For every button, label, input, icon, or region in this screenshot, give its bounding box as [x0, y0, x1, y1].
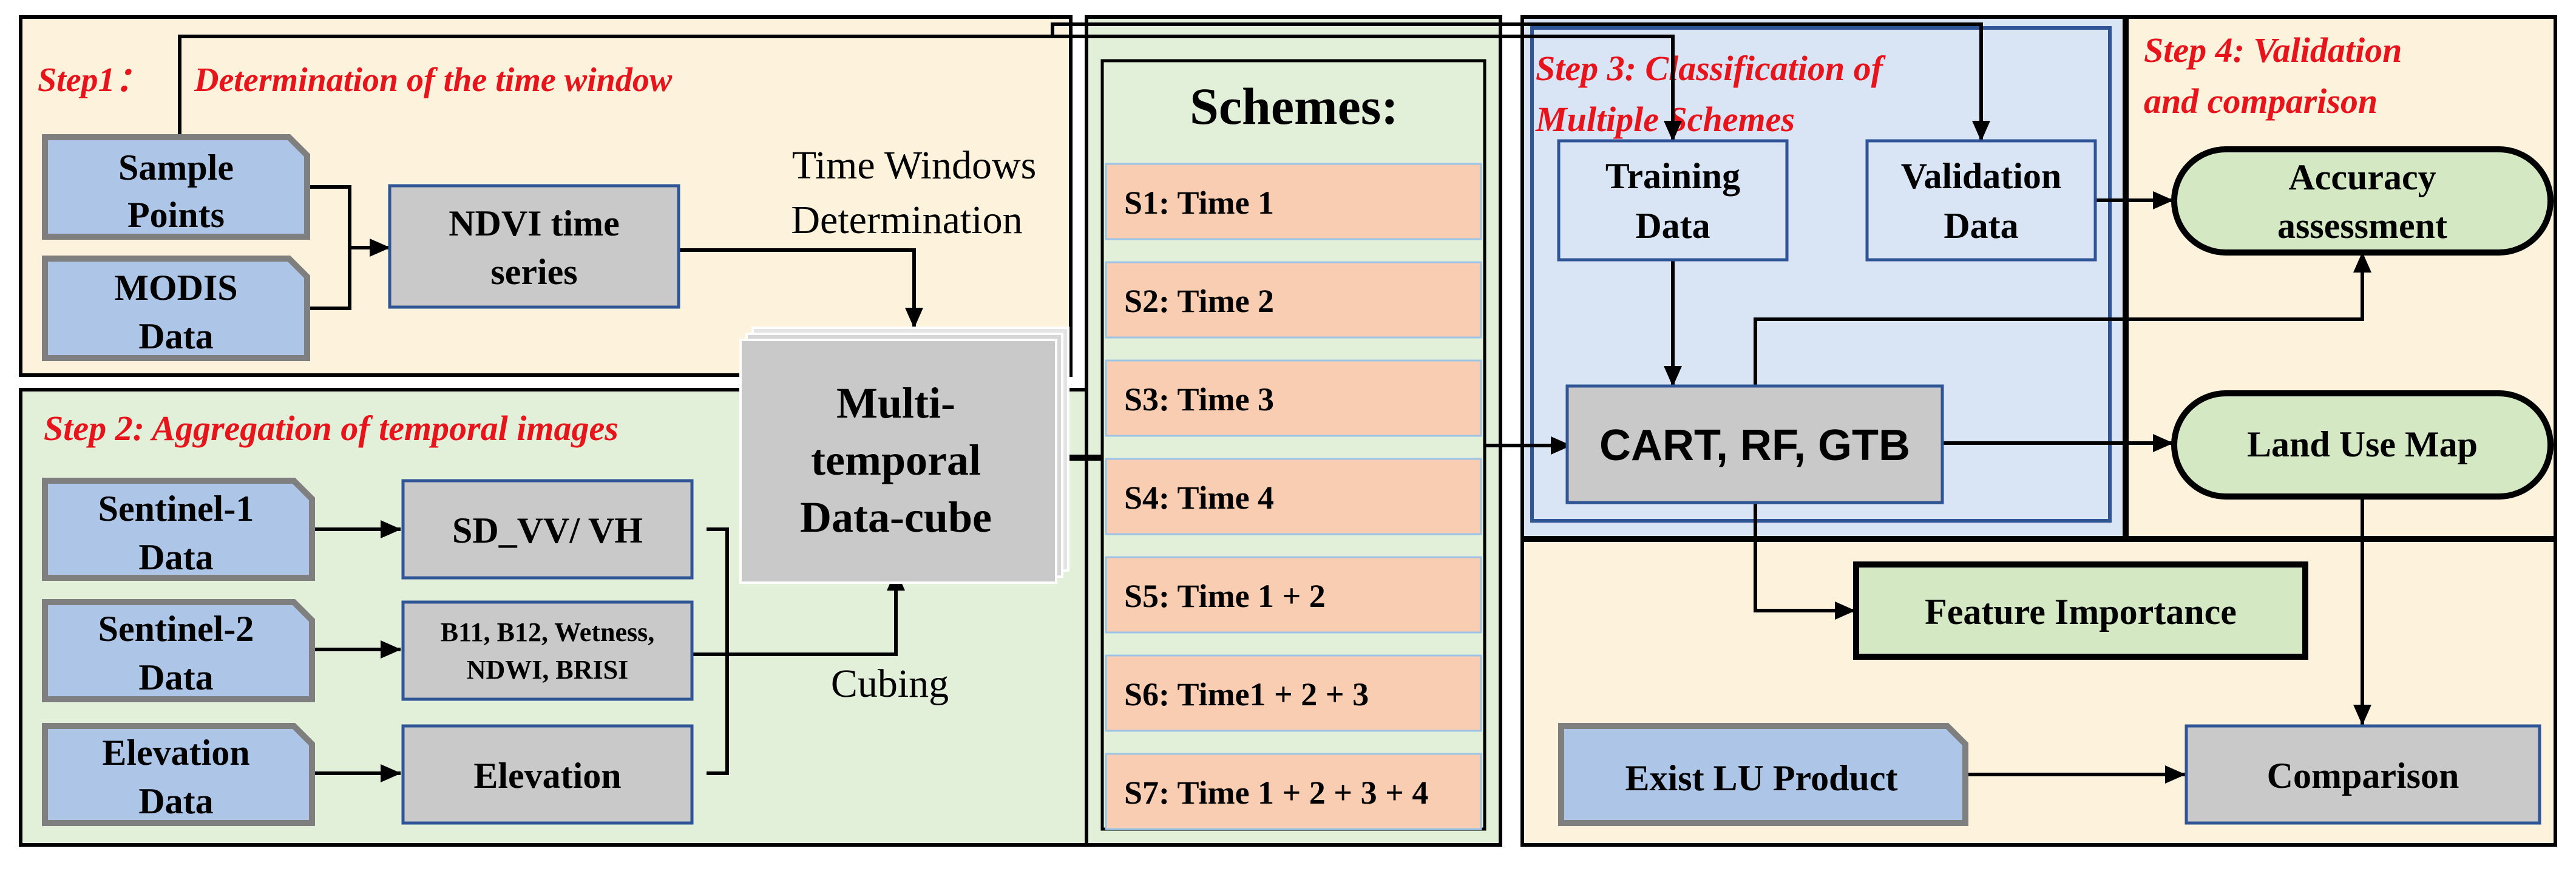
training-line1: Training	[1605, 156, 1740, 196]
scheme-row	[1105, 556, 1482, 634]
datacube-line2: temporal	[811, 436, 981, 484]
sd-vv-vh-box: SD_VV/ VH	[401, 479, 694, 580]
step4-title-line1: Step 4: Validation	[2144, 30, 2402, 70]
step1-number: Step1：	[38, 61, 149, 99]
scheme-label: S1: Time 1	[1124, 185, 1274, 221]
s2-features-line1: B11, B12, Wetness,	[441, 617, 654, 647]
schemes-list: Schemes: S1: Time 1S2: Time 2S3: Time 3S…	[1100, 59, 1486, 831]
modis-line2: Data	[138, 316, 213, 356]
modis-to-ndvi-line	[307, 248, 351, 310]
elevation-data-box: Elevation Data	[42, 723, 315, 826]
modis-line1: MODIS	[114, 268, 237, 308]
feature-importance-box: Feature Importance	[1853, 561, 2308, 660]
validation-line2: Data	[1944, 206, 2018, 246]
sample-points-line2: Points	[127, 195, 225, 235]
ndvi-time-series-box: NDVI time series	[388, 184, 680, 309]
comparison-label: Comparison	[2267, 756, 2459, 796]
step2-title: Step 2: Aggregation of temporal images	[44, 408, 619, 448]
cubing-to-datacube-arrow	[692, 570, 905, 656]
sentinel2-line1: Sentinel-2	[98, 609, 254, 649]
step1-title: Determination of the time window	[194, 61, 673, 99]
scheme-rows: S1: Time 1 S2: Time 2 S3: Time 3 S4: Time 4…	[1105, 163, 1482, 830]
elevation-box: Elevation	[401, 724, 694, 825]
scheme-row	[1105, 359, 1482, 437]
feature-importance-label: Feature Importance	[1925, 592, 2237, 632]
sample-points-line1: Sample	[118, 147, 234, 188]
classifier-to-feature-arrow	[1754, 503, 1856, 620]
step3-title-line2: Multiple Schemes	[1535, 100, 1795, 139]
datacube-line1: Multi-	[836, 379, 955, 427]
classifier-to-accuracy-arrow	[1754, 252, 2371, 386]
elevation-to-cubing-line	[707, 654, 729, 775]
sentinel2-features-box: B11, B12, Wetness, NDWI, BRISI	[401, 600, 694, 701]
scheme-row	[1105, 753, 1482, 830]
scheme-row	[1105, 458, 1482, 535]
validation-data-box: Validation Data	[1865, 139, 2097, 262]
sentinel1-line2: Data	[138, 537, 213, 577]
sentinel1-data-box: Sentinel-1 Data	[42, 478, 315, 581]
sdvv-to-cubing-line	[707, 527, 729, 654]
training-data-box: Training Data	[1557, 139, 1789, 262]
scheme-row	[1105, 163, 1482, 240]
elevation-data-line2: Data	[138, 781, 213, 821]
accuracy-line2: assessment	[2277, 206, 2447, 246]
datacube-line3: Data-cube	[800, 493, 992, 541]
step4-title-line2: and comparison	[2144, 81, 2378, 121]
sample-points-box: Sample Points	[42, 134, 310, 240]
sentinel1-line1: Sentinel-1	[98, 489, 254, 529]
scheme-label: S2: Time 2	[1124, 283, 1274, 319]
ndvi-to-datacube-arrow	[679, 248, 923, 328]
cubing-label: Cubing	[831, 662, 949, 706]
land-use-map-label: Land Use Map	[2247, 424, 2478, 464]
schemes-title: Schemes:	[1190, 77, 1398, 135]
step3-title-line1: Step 3: Classification of	[1536, 49, 1886, 88]
comparison-box: Comparison	[2185, 724, 2541, 825]
modis-data-box: MODIS Data	[42, 256, 310, 361]
datacube-box: Multi- temporal Data-cube	[739, 327, 1069, 584]
classifier-box: CART, RF, GTB	[1565, 384, 1944, 504]
svg-text:Step1：: Step1：	[38, 61, 149, 99]
time-windows-line1: Time Windows	[792, 143, 1037, 188]
scheme-label: S5: Time 1 + 2	[1124, 578, 1326, 614]
ndvi-line1: NDVI time	[449, 203, 620, 243]
validation-line1: Validation	[1901, 156, 2062, 196]
accuracy-line1: Accuracy	[2288, 157, 2436, 197]
scheme-row	[1105, 654, 1482, 732]
scheme-label: S3: Time 3	[1124, 381, 1274, 418]
ndvi-line2: series	[490, 252, 577, 292]
classifier-label: CART, RF, GTB	[1599, 421, 1910, 470]
sd-vv-vh-label: SD_VV/ VH	[452, 510, 643, 551]
sentinel2-data-box: Sentinel-2 Data	[42, 599, 315, 702]
accuracy-assessment-box: Accuracy assessment	[2171, 146, 2554, 256]
s2-features-line2: NDWI, BRISI	[467, 655, 629, 685]
time-windows-line2: Determination	[791, 198, 1022, 242]
sample-to-validation-line	[1051, 22, 1990, 141]
exist-lu-label: Exist LU Product	[1625, 758, 1898, 798]
elevation-label: Elevation	[473, 756, 621, 796]
exist-lu-product-box: Exist LU Product	[1558, 723, 1968, 826]
scheme-label: S4: Time 4	[1124, 480, 1274, 516]
land-use-map-box: Land Use Map	[2171, 390, 2554, 500]
elevation-data-line1: Elevation	[102, 733, 249, 773]
sample-to-ndvi-line	[307, 185, 351, 248]
scheme-row	[1105, 261, 1482, 339]
sentinel2-line2: Data	[138, 657, 213, 697]
scheme-label: S7: Time 1 + 2 + 3 + 4	[1124, 774, 1428, 811]
scheme-label: S6: Time1 + 2 + 3	[1124, 676, 1369, 713]
training-line2: Data	[1635, 206, 1710, 246]
